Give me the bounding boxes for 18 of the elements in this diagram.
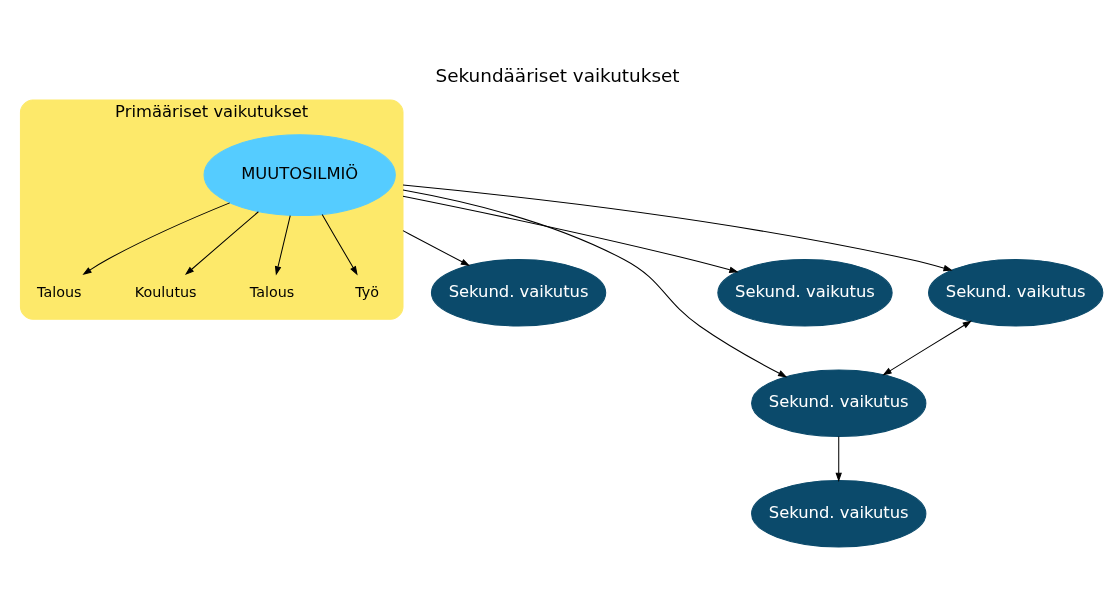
- arrow: [835, 435, 842, 482]
- arrow: [402, 184, 953, 272]
- node-ellipse: MUUTOSILMIÖ: [203, 134, 396, 216]
- arrow: [402, 230, 471, 267]
- arrow: [184, 211, 259, 276]
- node-text: Talous: [249, 283, 295, 300]
- node-text: Talous: [37, 283, 82, 300]
- node-ellipse: Sekund. vaikutus: [751, 479, 927, 548]
- arrow: [402, 189, 788, 378]
- arrow: [82, 202, 231, 275]
- node-text: Työ: [355, 283, 380, 300]
- arrow: [321, 214, 358, 276]
- node-ellipse: Sekund. vaikutus: [717, 258, 893, 327]
- node-text: Koulutus: [134, 283, 197, 300]
- arrow: [402, 195, 739, 273]
- arrow: [274, 215, 291, 276]
- diagram-title: Sekundääriset vaikutukset: [435, 64, 680, 86]
- arrow: [882, 320, 972, 376]
